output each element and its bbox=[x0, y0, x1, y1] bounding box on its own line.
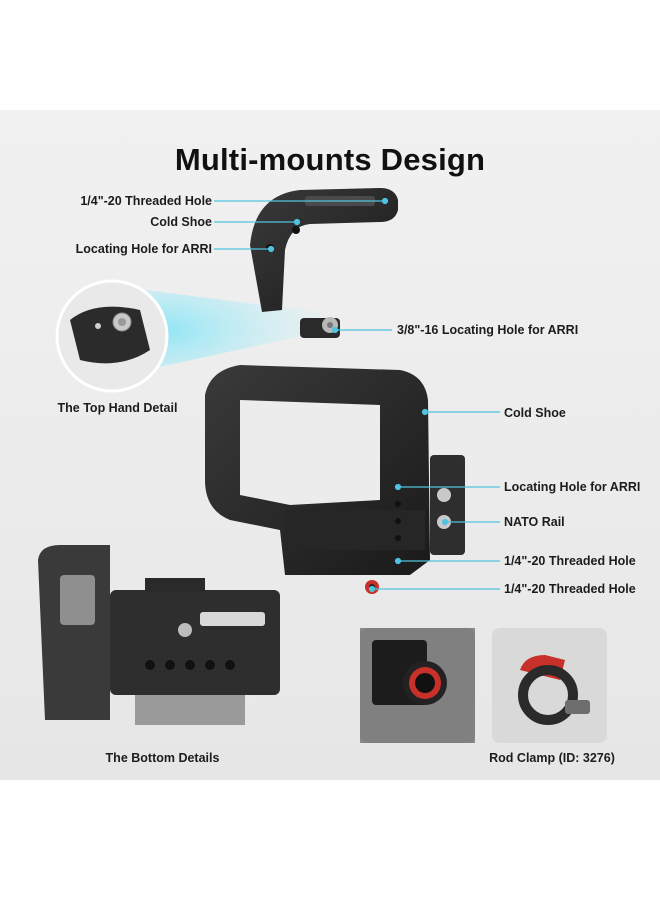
callout-lines-left bbox=[214, 197, 389, 253]
caption-top-hand-detail: The Top Hand Detail bbox=[57, 401, 178, 415]
bottom-view-image bbox=[38, 545, 280, 725]
callout-nato-rail: NATO Rail bbox=[504, 515, 565, 529]
callout-arri-hole-cage: Locating Hole for ARRI bbox=[504, 480, 641, 494]
callout-threaded-hole-top: 1/4"-20 Threaded Hole bbox=[80, 194, 212, 208]
red-ring-detail-image bbox=[360, 628, 475, 743]
rod-clamp-image bbox=[492, 628, 607, 743]
caption-bottom-details: The Bottom Details bbox=[105, 751, 220, 765]
detail-beam bbox=[145, 290, 320, 370]
top-hand-detail-image bbox=[55, 279, 169, 393]
callout-threaded-hole-1: 1/4"-20 Threaded Hole bbox=[504, 554, 636, 568]
callout-arri-hole-top: Locating Hole for ARRI bbox=[75, 242, 212, 256]
camera-cage bbox=[205, 365, 465, 594]
callout-3-8-arri-hole: 3/8"-16 Locating Hole for ARRI bbox=[397, 323, 579, 337]
callout-lines-right bbox=[331, 326, 500, 593]
callout-threaded-hole-2: 1/4"-20 Threaded Hole bbox=[504, 582, 636, 596]
callout-cold-shoe-top: Cold Shoe bbox=[150, 215, 212, 229]
callout-cold-shoe-cage: Cold Shoe bbox=[504, 406, 566, 420]
caption-rod-clamp: Rod Clamp (ID: 3276) bbox=[489, 751, 615, 765]
page-title: Multi-mounts Design bbox=[174, 142, 486, 177]
